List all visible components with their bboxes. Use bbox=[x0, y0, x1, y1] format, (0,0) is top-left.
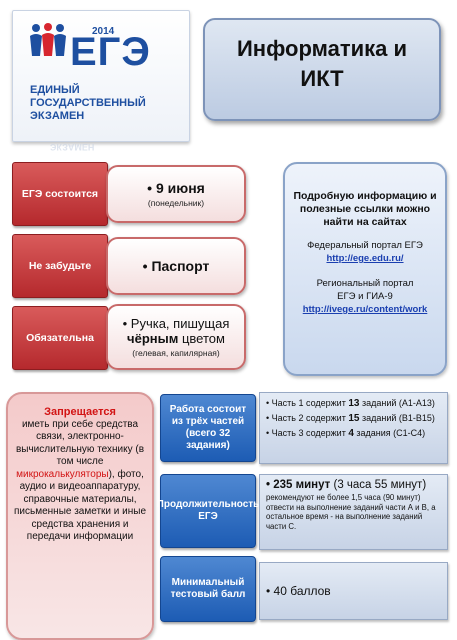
forbidden-calculators: микрокалькуляторы bbox=[16, 468, 109, 480]
federal-portal-link[interactable]: http://ege.edu.ru/ bbox=[326, 253, 404, 264]
duration-label-b: ЕГЭ bbox=[198, 511, 218, 522]
exam-weekday: (понедельник) bbox=[147, 198, 205, 208]
reminder-content: • Паспорт bbox=[106, 237, 246, 295]
duration-note: рекомендуют не более 1,5 часа (90 минут)… bbox=[266, 493, 436, 531]
subject-title: Информатика и ИКТ bbox=[203, 18, 441, 121]
part-2-pre: • Часть 2 содержит bbox=[266, 413, 349, 423]
regional-portal-link[interactable]: http://ivege.ru/content/work bbox=[302, 304, 428, 315]
date-content: • 9 июня (понедельник) bbox=[106, 165, 246, 223]
logo-caption: ЕДИНЫЙ ГОСУДАРСТВЕННЫЙ ЭКЗАМЕН bbox=[30, 84, 146, 123]
info-heading: Подробную информацию и полезные ссылки м… bbox=[293, 190, 437, 228]
logo-line-2: ГОСУДАРСТВЕННЫЙ bbox=[30, 97, 146, 109]
pen-item: • Ручка, пишущая bbox=[122, 316, 230, 331]
passport-item: • Паспорт bbox=[142, 258, 210, 274]
federal-portal-label: Федеральный портал ЕГЭ bbox=[307, 240, 423, 251]
forbidden-text-b: ), фото, аудио и видеоаппаратуру, справо… bbox=[14, 468, 147, 543]
structure-label-b: (всего 32 задания) bbox=[185, 428, 231, 451]
pen-color: чёрным цветом bbox=[108, 331, 244, 346]
forbidden-heading: Запрещается bbox=[44, 406, 116, 418]
duration-hours: (3 часа 55 минут) bbox=[330, 479, 427, 491]
part-1: • Часть 1 содержит 13 заданий (А1-А13) bbox=[266, 398, 441, 409]
min-score: • 40 баллов bbox=[266, 583, 331, 598]
part-1-post: заданий (А1-А13) bbox=[359, 398, 435, 408]
logo-year: 2014 bbox=[92, 26, 115, 37]
part-3-post: задания (С1-С4) bbox=[353, 428, 426, 438]
part-2-count: 15 bbox=[348, 413, 360, 424]
part-2-post: заданий (В1-В15) bbox=[359, 413, 435, 423]
regional-portal-label-1: Региональный портал bbox=[316, 278, 414, 289]
mandatory-label: Обязательна bbox=[12, 306, 108, 370]
reminder-label: Не забудьте bbox=[12, 234, 108, 298]
forbidden-text-a: иметь при себе средства связи, электронн… bbox=[15, 418, 145, 468]
structure-content: • Часть 1 содержит 13 заданий (А1-А13) •… bbox=[259, 392, 448, 464]
ege-emblem-icon bbox=[30, 23, 66, 56]
structure-label-a: Работа состоит из трёх частей bbox=[169, 404, 247, 427]
logo-line-1: ЕДИНЫЙ bbox=[30, 84, 80, 96]
score-content: • 40 баллов bbox=[259, 562, 448, 620]
part-1-count: 13 bbox=[348, 398, 360, 409]
forbidden-panel: Запрещается иметь при себе средства связ… bbox=[6, 392, 154, 640]
regional-portal-label-2: ЕГЭ и ГИА-9 bbox=[337, 291, 393, 302]
logo-line-3: ЭКЗАМЕН bbox=[30, 110, 85, 122]
pen-type: (гелевая, капилярная) bbox=[132, 348, 220, 358]
logo-title: ЕГЭ bbox=[70, 30, 151, 74]
pen-color-bold: чёрным bbox=[127, 331, 179, 346]
part-1-pre: • Часть 1 содержит bbox=[266, 398, 349, 408]
date-label: ЕГЭ состоится bbox=[12, 162, 108, 226]
info-panel: Подробную информацию и полезные ссылки м… bbox=[283, 162, 447, 376]
part-3: • Часть 3 содержит 4 задания (С1-С4) bbox=[266, 428, 441, 439]
ege-logo bbox=[12, 10, 190, 142]
duration-label-a: Продолжительность bbox=[156, 499, 260, 510]
exam-date: • 9 июня bbox=[147, 180, 205, 196]
duration-content: • 235 минут (3 часа 55 минут) рекомендую… bbox=[259, 474, 448, 550]
title-line-1: Информатика и bbox=[236, 36, 408, 61]
pen-color-rest: цветом bbox=[178, 331, 225, 346]
part-3-pre: • Часть 3 содержит bbox=[266, 428, 349, 438]
part-3-count: 4 bbox=[348, 428, 354, 439]
forbidden-text: иметь при себе средства связи, электронн… bbox=[14, 419, 146, 544]
score-label: Минимальный тестовый балл bbox=[160, 556, 256, 622]
logo-reflection: ЭКЗАМЕН bbox=[50, 142, 95, 152]
part-2: • Часть 2 содержит 15 заданий (В1-В15) bbox=[266, 413, 441, 424]
duration-minutes: • 235 минут bbox=[266, 479, 331, 491]
structure-label: Работа состоит из трёх частей(всего 32 з… bbox=[160, 394, 256, 462]
duration-main: • 235 минут (3 часа 55 минут) bbox=[266, 479, 441, 491]
mandatory-content: • Ручка, пишущая чёрным цветом (гелевая,… bbox=[106, 304, 246, 370]
title-line-2: ИКТ bbox=[300, 66, 344, 91]
